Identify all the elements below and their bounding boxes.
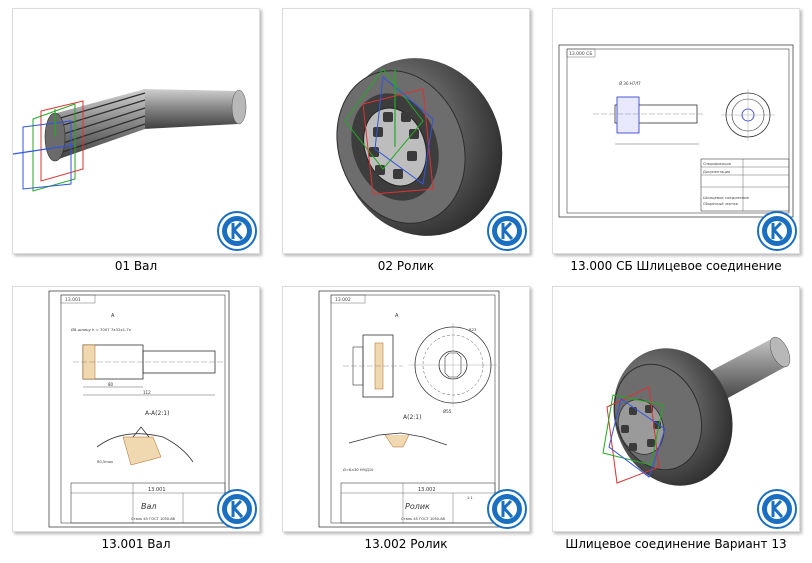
svg-text:A: A [111, 313, 115, 319]
file-tile-roller[interactable]: 02 Ролик [270, 0, 542, 280]
kompas-logo-icon [487, 489, 527, 529]
drawing-stamp-label: 13.000 СБ [569, 51, 592, 57]
file-name: 13.001 Вал [101, 537, 171, 551]
svg-text:Шлицевое соединение: Шлицевое соединение [703, 195, 750, 200]
file-name: 02 Ролик [377, 259, 435, 273]
svg-text:112: 112 [143, 390, 151, 395]
svg-text:13.002: 13.002 [418, 487, 436, 493]
kompas-logo-icon [487, 211, 527, 251]
svg-text:R23: R23 [469, 327, 477, 332]
svg-text:1:1: 1:1 [467, 496, 473, 500]
svg-text:Вал: Вал [141, 502, 157, 511]
thumbnail-assembly-drawing[interactable]: 13.000 СБ Ø 36 H7/f7 Спецификация Докуме… [552, 8, 800, 254]
shaft-drawing-sheet: 13.001 80 112 Ø8 шлицу h = 7007 7х32х1-7… [48, 290, 230, 528]
svg-text:13.001: 13.001 [65, 297, 81, 303]
assembly-drawing-sheet: 13.000 СБ Ø 36 H7/f7 Спецификация Докуме… [558, 44, 794, 218]
thumbnail-assembly-3d[interactable] [552, 286, 800, 532]
kompas-logo-icon [757, 211, 797, 251]
shaft-3d-model [13, 89, 247, 192]
file-name: 13.000 СБ Шлицевое соединение [570, 259, 782, 273]
thumbnail-shaft-drawing[interactable]: 13.001 80 112 Ø8 шлицу h = 7007 7х32х1-7… [12, 286, 260, 532]
file-tile-shaft[interactable]: 01 Вал [0, 0, 272, 280]
svg-text:A-A(2:1): A-A(2:1) [145, 410, 169, 417]
svg-text:Сборочный чертеж: Сборочный чертеж [703, 202, 739, 206]
roller-3d-model [336, 58, 503, 236]
file-tile-roller-drawing[interactable]: 13.002 A Ø55 R23 A(2:1) Ø=6×30 Н9/Д10 [270, 278, 542, 558]
svg-text:Ø55: Ø55 [443, 409, 452, 414]
svg-text:Документация: Документация [703, 170, 730, 174]
svg-text:Спецификация: Спецификация [703, 162, 731, 166]
file-name: 01 Вал [114, 259, 158, 273]
file-tile-shaft-drawing[interactable]: 13.001 80 112 Ø8 шлицу h = 7007 7х32х1-7… [0, 278, 272, 558]
svg-text:Ø 36 H7/f7: Ø 36 H7/f7 [619, 81, 641, 86]
kompas-logo-icon [757, 489, 797, 529]
svg-text:A(2:1): A(2:1) [403, 414, 421, 421]
svg-text:80: 80 [108, 382, 114, 387]
thumbnail-shaft[interactable] [12, 8, 260, 254]
kompas-logo-icon [217, 211, 257, 251]
file-name: 13.002 Ролик [364, 537, 448, 551]
thumbnail-roller-drawing[interactable]: 13.002 A Ø55 R23 A(2:1) Ø=6×30 Н9/Д10 [282, 286, 530, 532]
svg-text:R0,5max: R0,5max [97, 460, 114, 464]
svg-text:13.001: 13.001 [148, 487, 166, 493]
kompas-logo-icon [217, 489, 257, 529]
svg-text:Сталь 45 ГОСТ 1050-88: Сталь 45 ГОСТ 1050-88 [131, 517, 176, 521]
svg-text:Ø8 шлицу h = 7007 7х32х1-7х: Ø8 шлицу h = 7007 7х32х1-7х [71, 327, 132, 332]
thumbnail-roller[interactable] [282, 8, 530, 254]
assembly-3d-model [602, 336, 791, 486]
svg-text:Ролик: Ролик [405, 502, 430, 511]
file-tile-assembly-3d[interactable]: Шлицевое соединение Вариант 13 [540, 278, 812, 558]
svg-text:A: A [395, 313, 399, 319]
file-tile-assembly-drawing[interactable]: 13.000 СБ Ø 36 H7/f7 Спецификация Докуме… [540, 0, 812, 280]
roller-drawing-sheet: 13.002 A Ø55 R23 A(2:1) Ø=6×30 Н9/Д10 [318, 290, 500, 528]
file-name: Шлицевое соединение Вариант 13 [565, 537, 787, 551]
svg-text:Ø=6×30 Н9/Д10: Ø=6×30 Н9/Д10 [343, 467, 374, 472]
svg-text:Сталь 45 ГОСТ 1050-88: Сталь 45 ГОСТ 1050-88 [401, 517, 446, 521]
svg-text:13.002: 13.002 [335, 297, 351, 303]
